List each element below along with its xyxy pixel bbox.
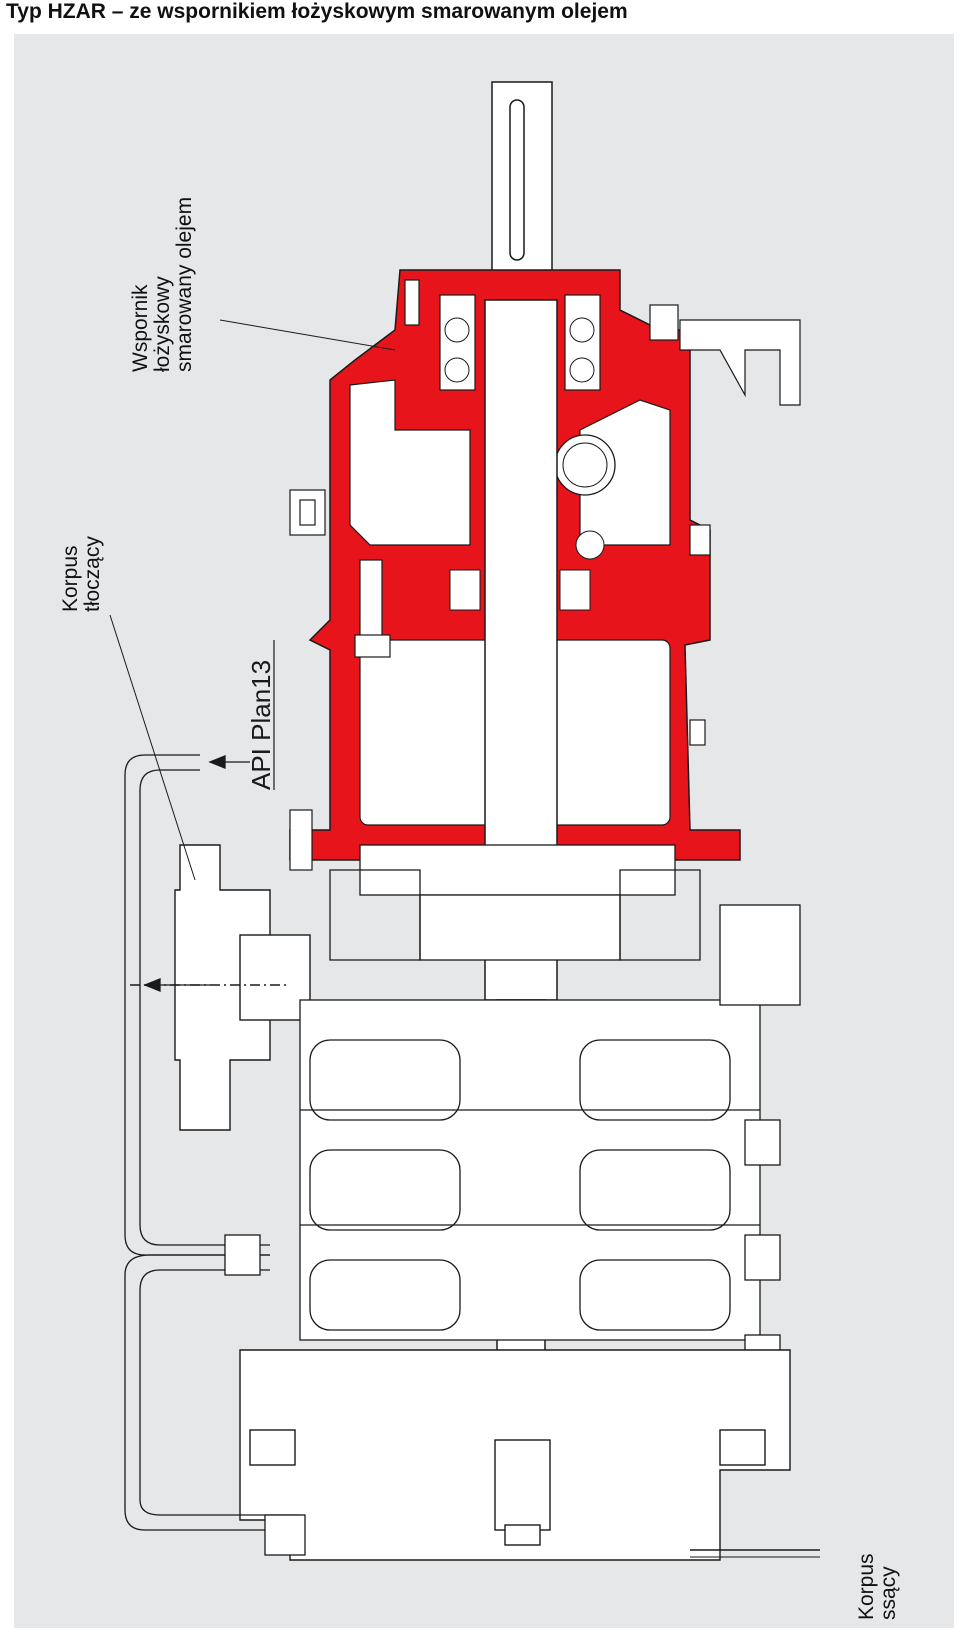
shaft-coupling-end xyxy=(491,81,553,303)
label-suction-casing-line1: Korpus xyxy=(855,1553,878,1620)
api-plan-label: API Plan13 xyxy=(246,660,276,790)
bracket-bolts xyxy=(289,279,711,871)
label-bearing-bracket: Wspornik łożyskowy smarowany olejem xyxy=(129,196,197,372)
suction-casing xyxy=(239,1349,820,1561)
label-bearing-bracket-line3: smarowany olejem xyxy=(173,196,197,372)
seal-housing xyxy=(329,844,701,961)
discharge-casing xyxy=(130,844,311,1131)
label-suction-casing-line2: ssący xyxy=(877,1566,901,1620)
page-title: Typ HZAR – ze wspornikiem łożyskowym sma… xyxy=(6,0,628,23)
stage-casings xyxy=(299,904,801,1381)
label-bearing-bracket-line1: Wspornik xyxy=(129,284,152,372)
label-discharge-casing-line2: tłoczący xyxy=(81,536,105,612)
label-discharge-casing-line1: Korpus xyxy=(59,545,82,612)
label-suction-casing: Korpus ssący xyxy=(855,1553,901,1620)
bracket-foot xyxy=(679,319,801,406)
flush-piping xyxy=(124,754,306,1556)
label-discharge-casing: Korpus tłoczący xyxy=(59,536,105,612)
leader-lines xyxy=(109,319,820,1558)
flow-arrows xyxy=(143,755,250,992)
label-bearing-bracket-line2: łożyskowy xyxy=(151,276,175,372)
